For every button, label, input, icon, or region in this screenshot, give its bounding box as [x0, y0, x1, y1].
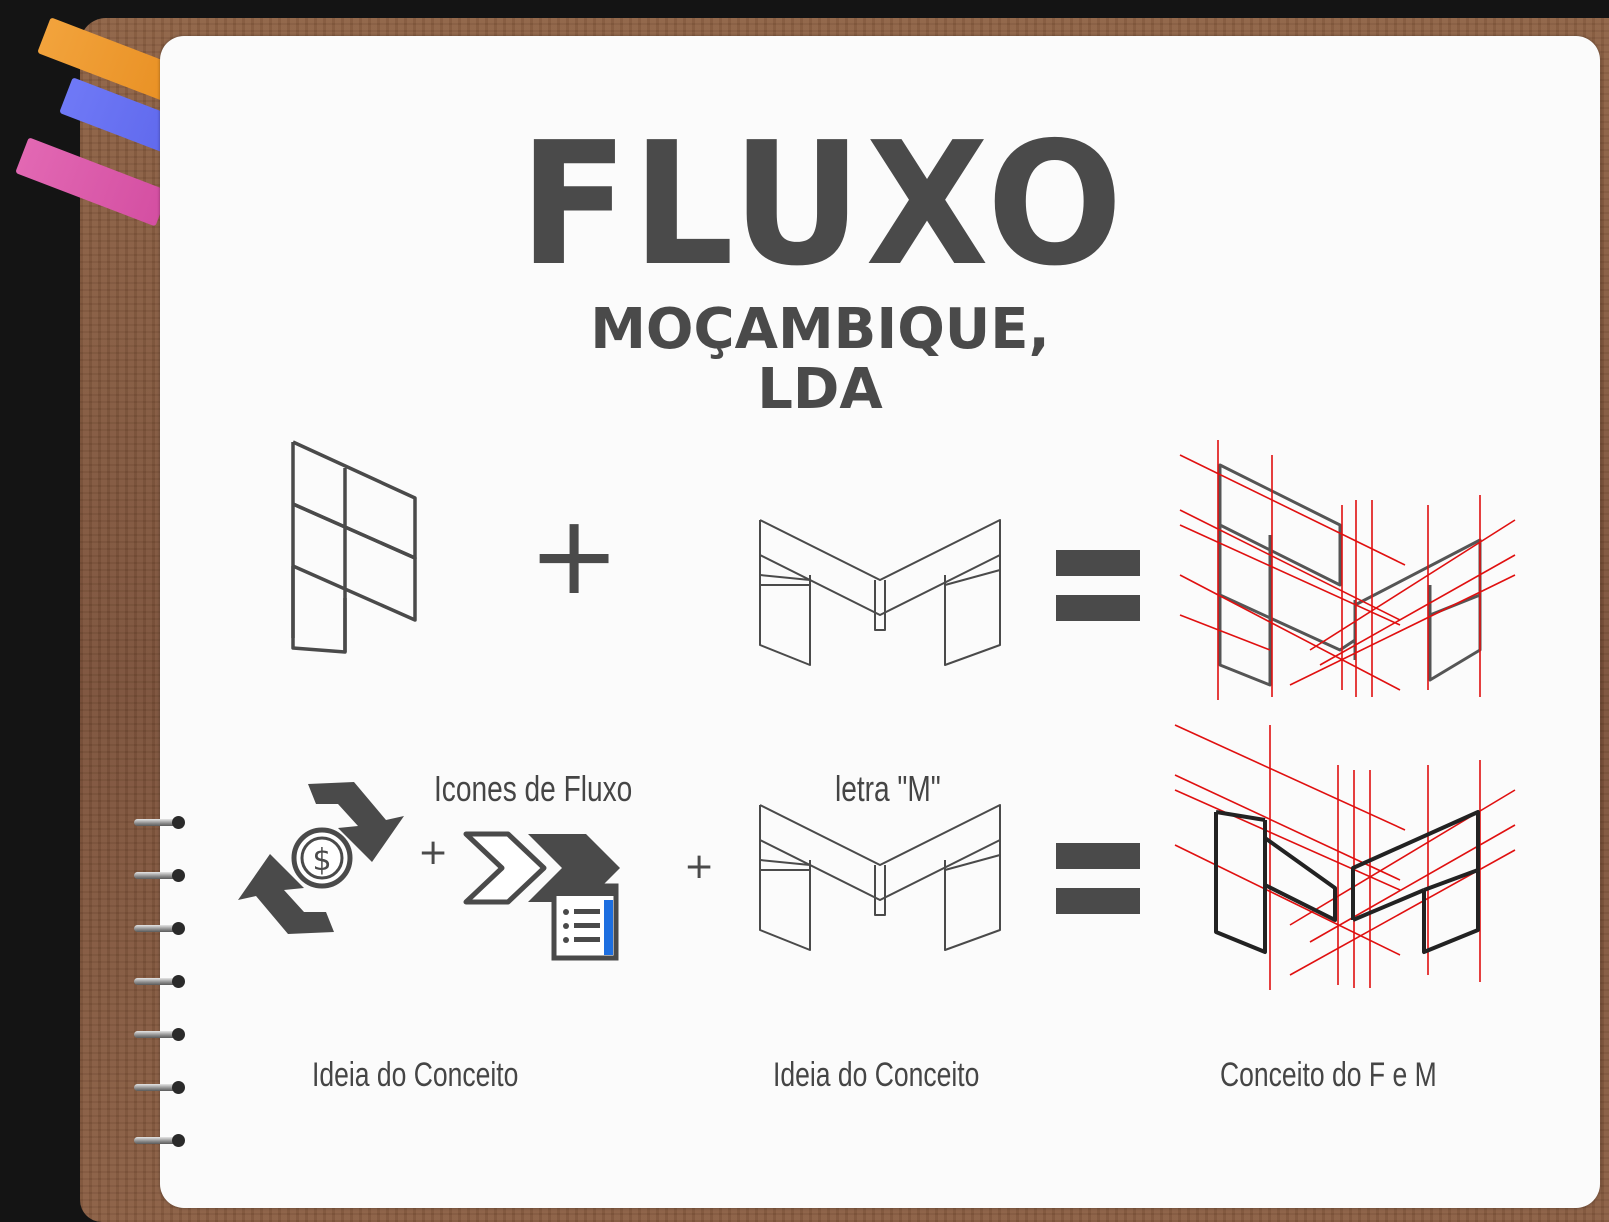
binder-ring — [134, 922, 186, 936]
binder-ring — [134, 816, 186, 830]
money-flow-icon: $ — [238, 782, 404, 934]
equals-sign — [1056, 550, 1140, 621]
equals-sign-2 — [1056, 843, 1140, 914]
binder-ring — [134, 1081, 186, 1095]
brand-subtitle: Moçambique, LDA — [590, 297, 1050, 422]
binder-ring — [134, 1134, 186, 1148]
binder-ring — [134, 975, 186, 989]
currency-symbol: $ — [312, 843, 331, 878]
f-letter-sketch-icon — [291, 440, 417, 654]
fm-construction-sketch-icon — [1179, 440, 1516, 700]
letter-label: letra "M" — [835, 768, 941, 809]
plus-sign-small: + — [418, 832, 449, 873]
binder-ring — [134, 1028, 186, 1042]
caption-left: Ideia do Conceito — [312, 1056, 519, 1094]
chevrons-list-icon — [463, 831, 620, 961]
caption-right: Conceito do F e M — [1220, 1056, 1437, 1094]
caption-middle: Ideia do Conceito — [773, 1056, 980, 1094]
plus-sign-small: + — [684, 846, 715, 887]
plus-sign: + — [528, 491, 621, 619]
notebook-page — [160, 36, 1600, 1208]
binder-ring — [134, 869, 186, 883]
fm-construction-final-icon — [1174, 724, 1516, 990]
m-letter-sketch-icon — [759, 519, 1001, 666]
m-letter-sketch-icon-2 — [759, 804, 1001, 951]
icons-label: Icones de Fluxo — [434, 768, 633, 809]
brand-title: Fluxo — [519, 106, 1127, 304]
